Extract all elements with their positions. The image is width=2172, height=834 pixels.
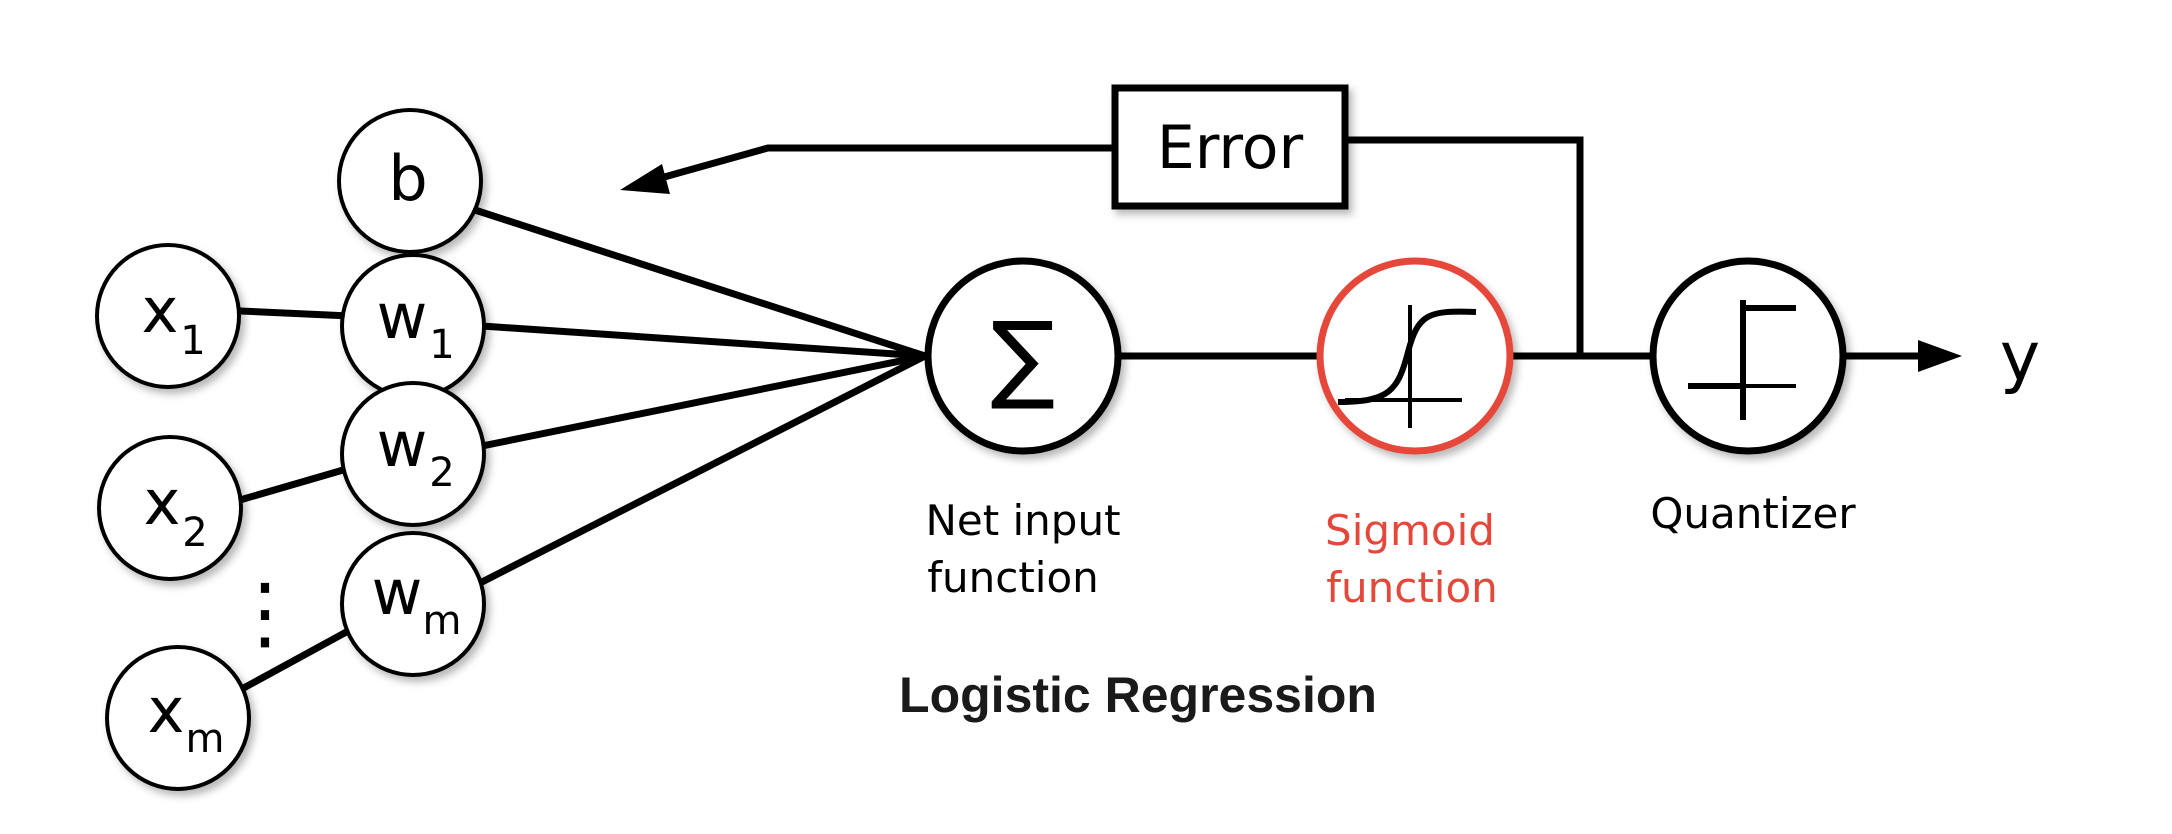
x1-subscript: 1 bbox=[180, 318, 205, 364]
w2-subscript: 2 bbox=[429, 450, 454, 496]
x1-w1-edge bbox=[239, 307, 351, 320]
error-feedback-line bbox=[1345, 136, 1584, 356]
wm-sum-edge bbox=[480, 352, 927, 586]
sigmoid-caption-line2: function bbox=[1326, 563, 1498, 612]
w1-node: w 1 bbox=[340, 253, 486, 399]
x1-node: x 1 bbox=[95, 243, 241, 389]
sum-icon: ∑ bbox=[991, 301, 1056, 413]
output-arrowhead bbox=[1918, 340, 1962, 372]
xm-label: x bbox=[148, 674, 185, 747]
x2-w2-edge bbox=[239, 464, 351, 504]
net-input-caption-line2: function bbox=[927, 553, 1099, 602]
bias-sum-edge bbox=[473, 206, 927, 360]
xm-subscript: m bbox=[186, 716, 225, 762]
w1-sum-edge bbox=[481, 322, 926, 360]
xm-node: x m bbox=[105, 645, 251, 791]
error-arrowhead bbox=[620, 164, 670, 194]
w1-label: w bbox=[377, 280, 428, 353]
net-input-node: ∑ Net input function bbox=[924, 257, 1122, 602]
sigmoid-node: Sigmoid function bbox=[1316, 257, 1514, 612]
wm-subscript: m bbox=[423, 598, 462, 644]
xm-wm-edge bbox=[238, 626, 352, 694]
error-to-weights-line bbox=[649, 144, 1115, 185]
quantizer-caption: Quantizer bbox=[1650, 489, 1856, 538]
wm-node: w m bbox=[340, 531, 486, 677]
step-function-icon bbox=[1688, 300, 1796, 420]
w2-label: w bbox=[377, 408, 428, 481]
error-box: Error bbox=[1111, 84, 1349, 210]
bias-node: b bbox=[337, 108, 483, 254]
x2-node: x 2 bbox=[97, 435, 243, 581]
x1-label: x bbox=[142, 274, 179, 347]
sigmoid-caption-line1: Sigmoid bbox=[1325, 506, 1495, 555]
net-input-caption-line1: Net input bbox=[925, 496, 1120, 545]
wm-label: w bbox=[372, 556, 423, 629]
connections bbox=[238, 136, 1962, 694]
diagram-title: Logistic Regression bbox=[899, 667, 1377, 723]
output-label: y bbox=[2000, 318, 2040, 397]
x2-label: x bbox=[144, 466, 181, 539]
ellipsis-marker: ⋮ bbox=[225, 566, 305, 659]
ellipsis-dots: ⋮ bbox=[225, 566, 305, 659]
error-label: Error bbox=[1157, 113, 1304, 183]
bias-label: b bbox=[388, 142, 427, 215]
x2-subscript: 2 bbox=[182, 510, 207, 556]
quantizer-node: Quantizer bbox=[1649, 257, 1856, 538]
w2-sum-edge bbox=[481, 352, 926, 450]
w1-subscript: 1 bbox=[429, 322, 454, 368]
sigmoid-curve-icon bbox=[1337, 305, 1477, 428]
w2-node: w 2 bbox=[340, 381, 486, 527]
